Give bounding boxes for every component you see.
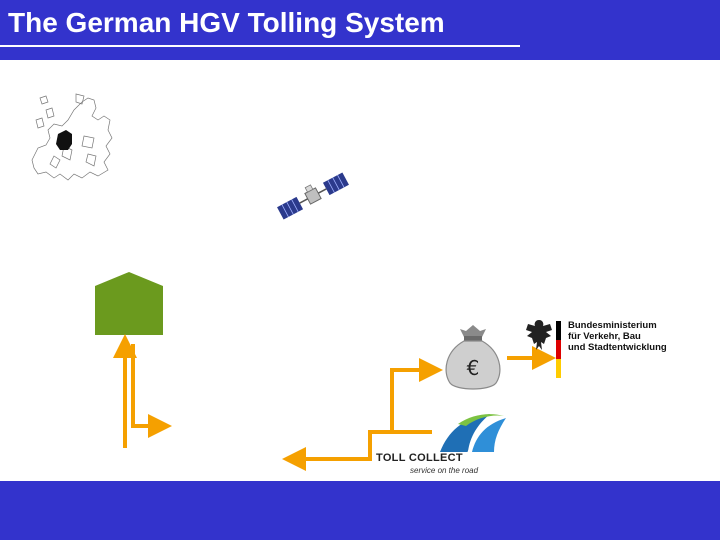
arrow-from-building <box>131 344 172 438</box>
title-underline <box>0 45 520 47</box>
german-flag-icon <box>556 321 561 378</box>
page-title: The German HGV Tolling System <box>0 0 520 45</box>
arrow-toll-collect-to-bag <box>390 358 443 432</box>
ministry-name-line-1: Bundesministerium <box>568 320 657 331</box>
svg-text:€: € <box>467 356 480 380</box>
satellite-icon <box>277 172 349 220</box>
building-icon <box>95 272 163 335</box>
europe-map-icon <box>31 93 113 181</box>
ministry-name-line-2: für Verkehr, Bau <box>568 331 641 342</box>
ministry-logo: Bundesministerium für Verkehr, Bau und S… <box>524 318 684 380</box>
toll-collect-tagline: service on the road <box>410 466 479 475</box>
money-bag-euro-icon: € <box>445 325 501 390</box>
toll-collect-name: TOLL COLLECT <box>376 452 463 464</box>
footer-bar <box>0 481 720 540</box>
toll-collect-logo-icon <box>440 414 506 452</box>
ministry-name: Bundesministerium für Verkehr, Bau und S… <box>568 320 682 353</box>
arrow-toll-collect-out <box>282 430 432 471</box>
ministry-name-line-3: und Stadtentwicklung <box>568 342 667 353</box>
federal-eagle-icon <box>526 320 552 350</box>
